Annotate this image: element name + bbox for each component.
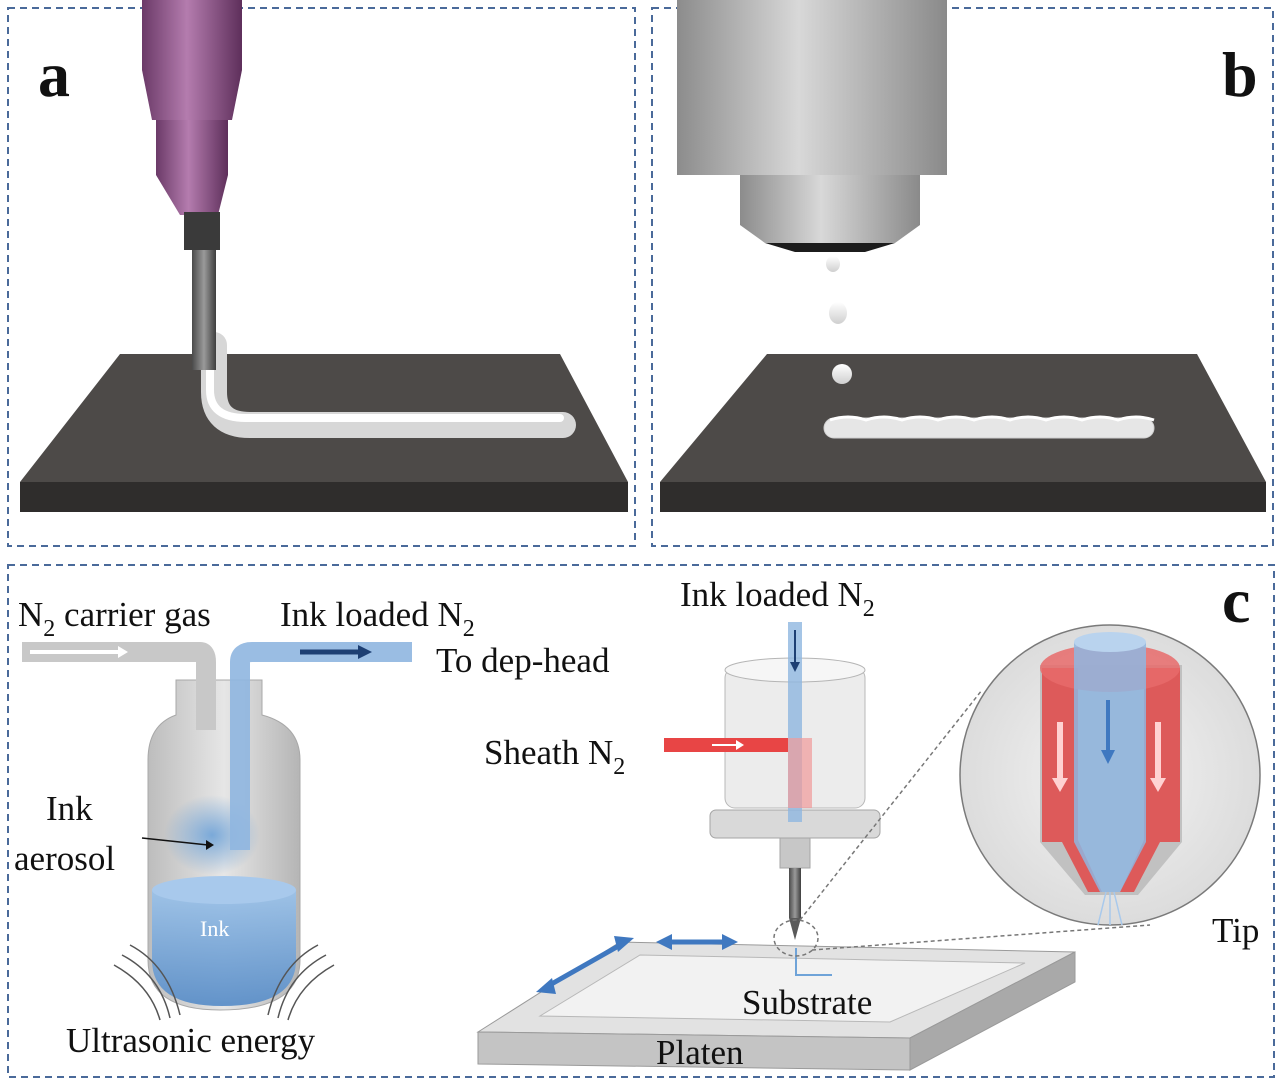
substrate-label: Substrate — [742, 983, 872, 1022]
zoom-connector-bottom — [811, 924, 1151, 951]
inkjet-head — [677, 0, 947, 252]
carrier-gas-label: N2 carrier gas — [18, 595, 211, 642]
ink-droplets — [826, 256, 852, 384]
ultrasonic-waves — [113, 944, 335, 1021]
ink-loaded-top-label: Ink loaded N2 — [680, 575, 875, 622]
to-dep-head-label: To dep-head — [436, 641, 610, 680]
tip-zoom-marker — [773, 919, 819, 957]
panel-a-letter: a — [38, 39, 70, 110]
panel-a-frame — [7, 7, 636, 547]
atomizer-vial — [147, 679, 301, 1011]
ink-aerosol-label-1: Ink — [46, 789, 93, 828]
deposition-head — [664, 622, 881, 940]
extruded-filament — [201, 332, 576, 438]
tip-label: Tip — [1212, 911, 1259, 950]
aerosol-pointer — [141, 837, 209, 846]
panel-b-frame — [651, 7, 1274, 547]
ink-aerosol-label-2: aerosol — [14, 839, 115, 878]
ink-loaded-left-label: Ink loaded N2 — [280, 595, 475, 642]
panel-a: a — [7, 0, 636, 547]
printed-trace — [795, 948, 832, 976]
tip-zoom-view — [959, 624, 1261, 926]
ultrasonic-energy-label: Ultrasonic energy — [66, 1021, 316, 1060]
sheath-label: Sheath N2 — [484, 733, 625, 780]
panel-c-frame — [7, 564, 1275, 1078]
syringe-nozzle — [142, 0, 242, 370]
panel-b: b — [651, 0, 1274, 547]
panel-c: c — [7, 564, 1275, 1078]
platen-label: Platen — [656, 1033, 743, 1072]
ink-label: Ink — [200, 916, 229, 941]
carrier-gas-pipe — [22, 642, 216, 730]
panel-c-letter: c — [1222, 565, 1250, 636]
panel-b-letter: b — [1222, 39, 1258, 110]
platen — [476, 941, 1076, 1071]
motion-arrows — [536, 934, 738, 994]
droplet-line — [823, 415, 1155, 439]
ink-loaded-pipe — [230, 642, 412, 850]
